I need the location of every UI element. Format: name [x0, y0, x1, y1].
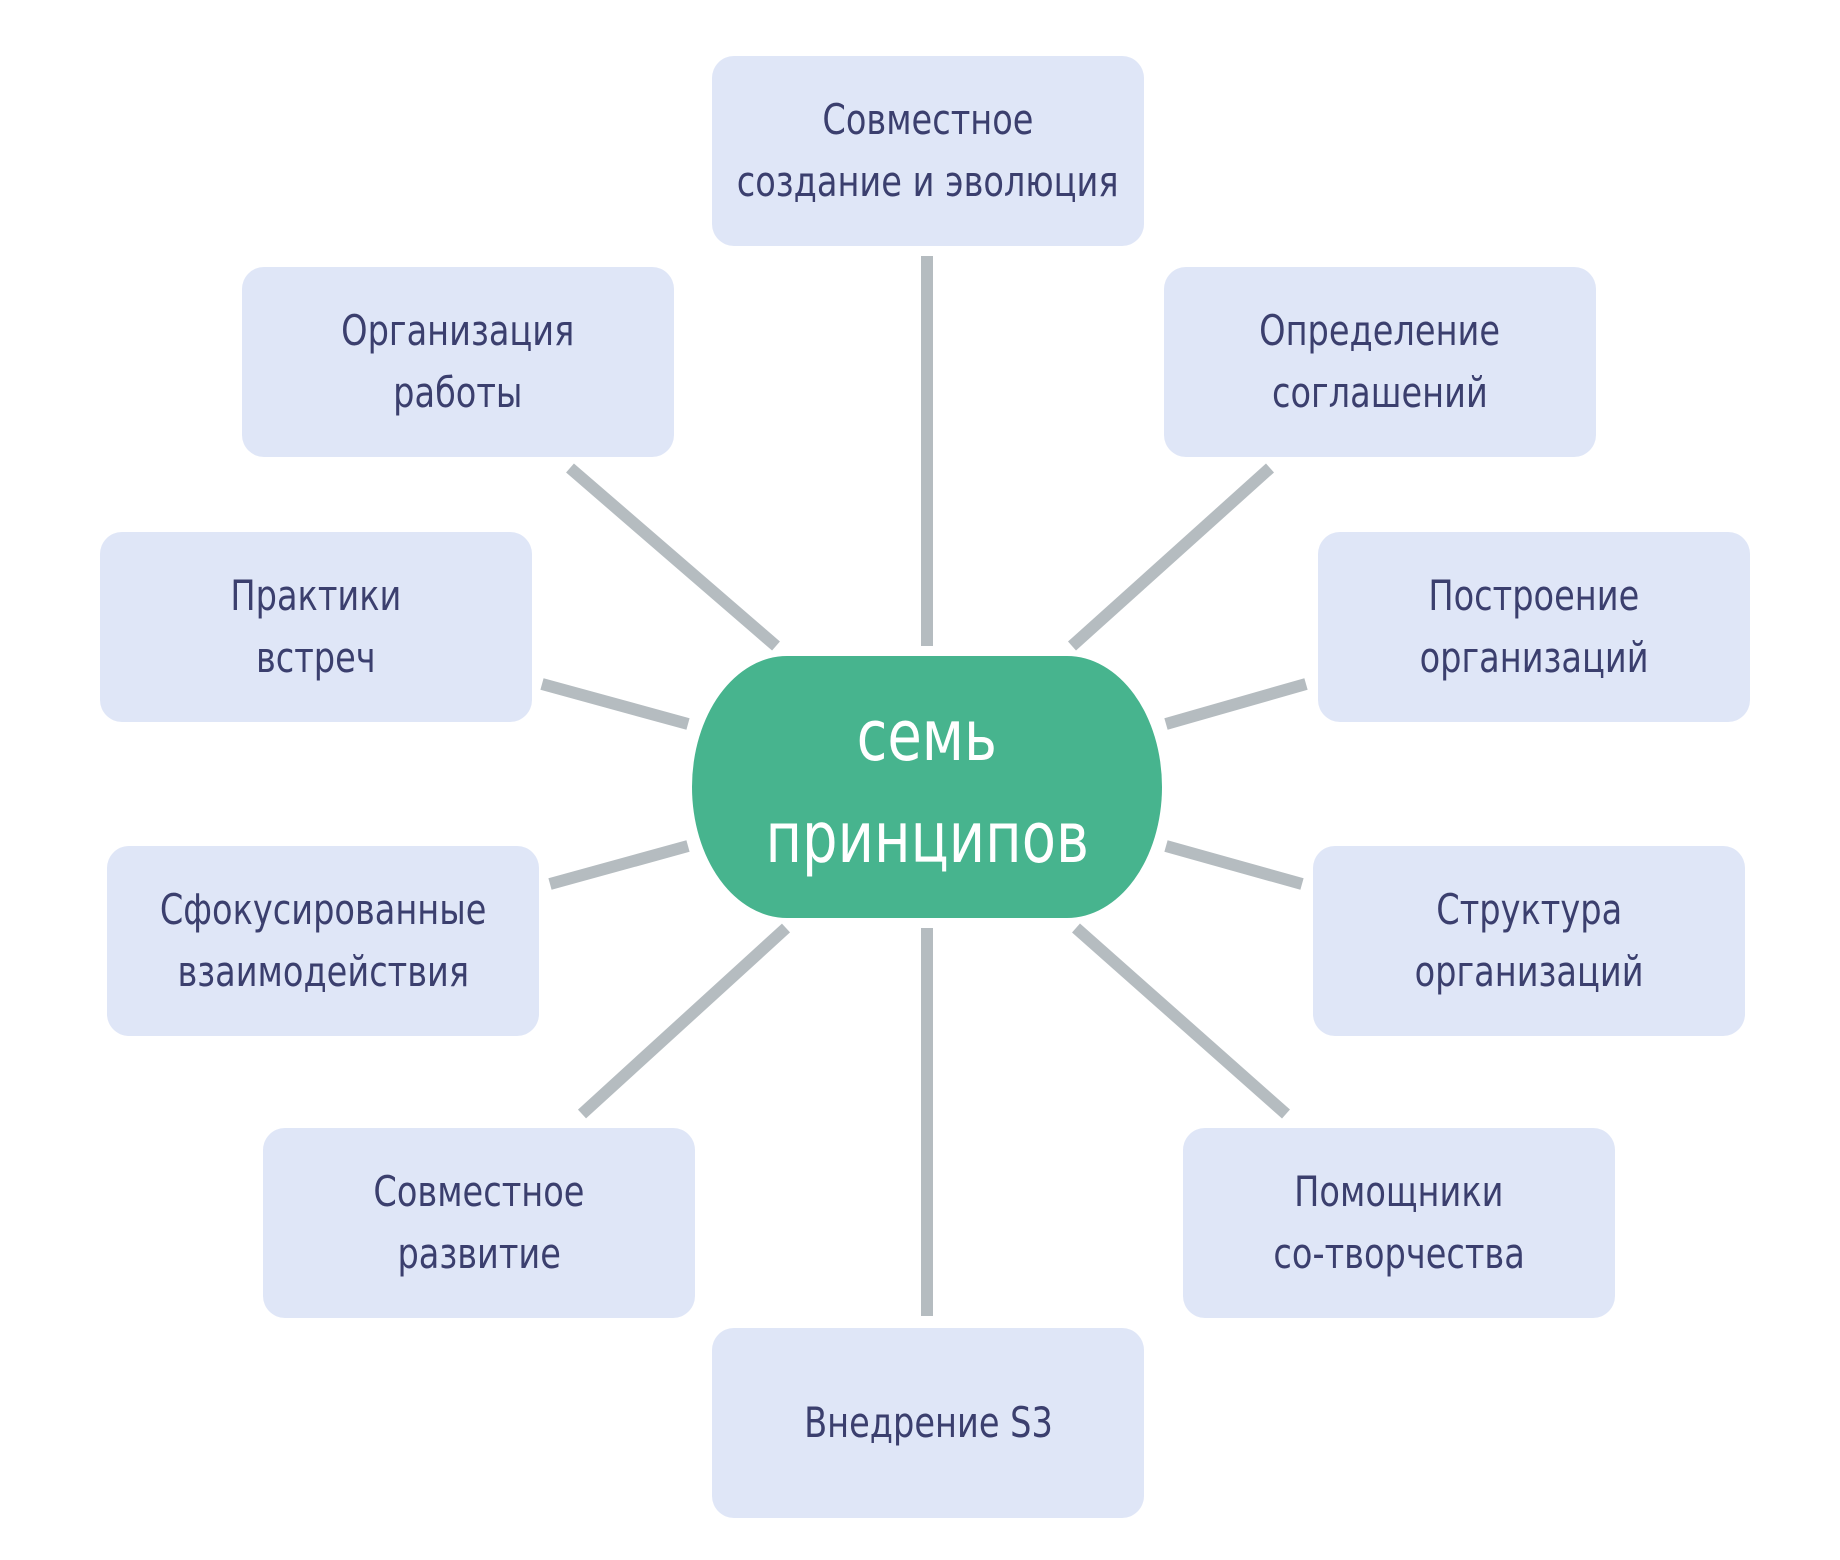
- node-label-line: Построение: [1428, 571, 1640, 620]
- node-label-line: со-творчества: [1273, 1229, 1525, 1278]
- connector-bottom-left: [577, 923, 791, 1119]
- node-label-line: Определение: [1259, 306, 1501, 355]
- node-label-line: взаимодействия: [177, 947, 469, 996]
- node-label-line: организаций: [1414, 947, 1644, 996]
- node-label-line: Совместное: [822, 95, 1034, 144]
- connector-top-right: [1067, 463, 1275, 651]
- connector-left-lower: [548, 840, 690, 890]
- connector-left-upper: [540, 678, 690, 730]
- node-label-line: Совместное: [373, 1167, 585, 1216]
- node-label-line: работы: [393, 368, 523, 417]
- connector-bottom-right: [1072, 923, 1290, 1119]
- center-label-line: принципов: [765, 797, 1089, 879]
- node-label-line: Структура: [1436, 885, 1622, 934]
- node-focused-interactions: Сфокусированные взаимодействия: [107, 846, 539, 1036]
- node-label-line: соглашений: [1272, 368, 1488, 417]
- node-organization-structure: Структура организаций: [1313, 846, 1745, 1036]
- node-organizing-work: Организация работы: [242, 267, 674, 457]
- node-co-creation-helpers: Помощники со-творчества: [1183, 1128, 1615, 1318]
- node-label-line: Сфокусированные: [159, 885, 487, 934]
- node-meeting-practices: Практики встреч: [100, 532, 532, 722]
- node-label-line: встреч: [256, 633, 376, 682]
- node-defining-agreements: Определение соглашений: [1164, 267, 1596, 457]
- node-s3-adoption: Внедрение S3: [712, 1328, 1144, 1518]
- node-building-organizations: Построение организаций: [1318, 532, 1750, 722]
- node-co-creation-evolution: Совместное создание и эволюция: [712, 56, 1144, 246]
- node-label-line: Практики: [230, 571, 402, 620]
- node-label-line: развитие: [397, 1229, 561, 1278]
- node-label-line: Внедрение S3: [803, 1398, 1053, 1447]
- connector-right-upper: [1164, 678, 1308, 730]
- node-label-line: Помощники: [1294, 1167, 1504, 1216]
- node-co-development: Совместное развитие: [263, 1128, 695, 1318]
- node-label-line: организаций: [1419, 633, 1649, 682]
- center-node-seven-principles: семь принципов: [692, 656, 1162, 918]
- connector-right-lower: [1164, 840, 1304, 890]
- node-label-line: создание и эволюция: [737, 157, 1119, 206]
- center-label-line: семь: [856, 695, 998, 777]
- connector-top-left: [566, 463, 780, 651]
- node-label-line: Организация: [341, 306, 575, 355]
